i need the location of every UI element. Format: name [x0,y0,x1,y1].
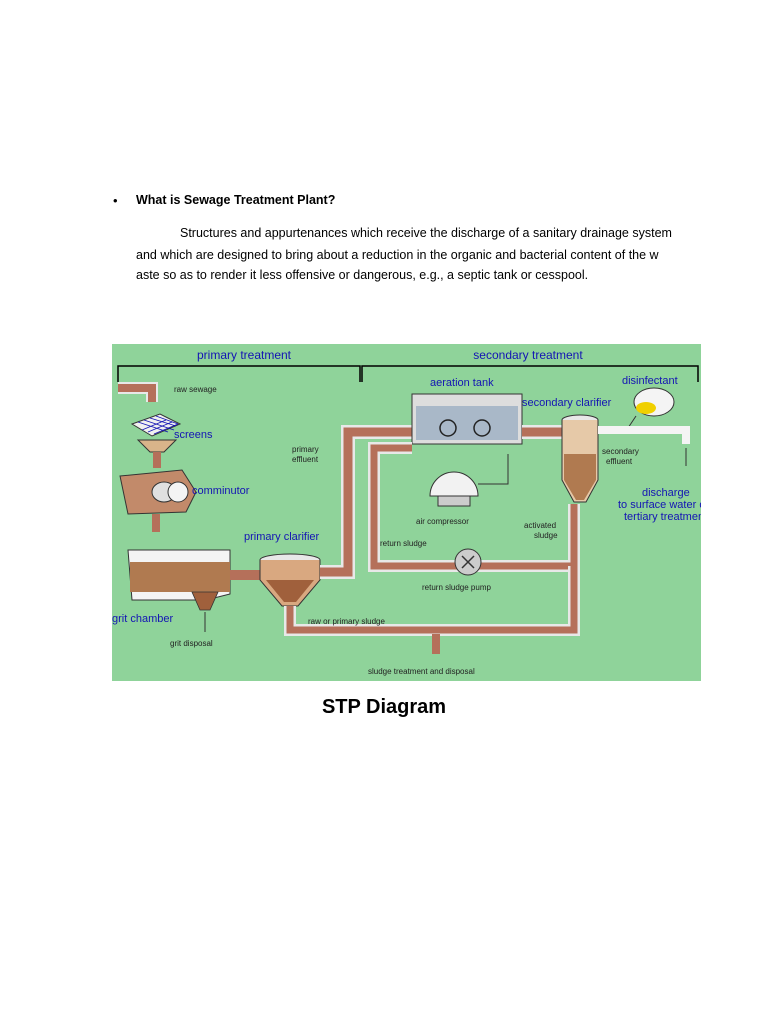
secondary-effluent-label-1: secondary [602,447,639,456]
sludge-treatment-label: sludge treatment and disposal [368,667,475,676]
grit-chamber-icon [127,549,260,611]
disinfectant-icon [627,387,675,429]
diagram-caption: STP Diagram [321,696,447,718]
secondary-clarifier-label: secondary clarifier [522,397,612,409]
comminutor-label: comminutor [192,485,250,497]
raw-primary-sludge-label: raw or primary sludge [308,617,385,626]
return-sludge-label: return sludge [380,539,427,548]
screen-to-comminutor-pipe [153,452,161,468]
raw-sewage-label: raw sewage [174,385,217,394]
activated-sludge-label-2: sludge [534,531,558,540]
primary-clarifier-label: primary clarifier [244,531,320,543]
secondary-clarifier-icon [561,414,599,503]
return-sludge-pipe [370,444,578,570]
secondary-effluent-label-2: effluent [606,457,633,466]
raw-sewage-pipe [118,384,156,402]
grit-chamber-label: grit chamber [112,613,173,625]
discharge-label-1: discharge [642,487,690,499]
secondary-effluent-pipe [598,426,690,444]
discharge-label-3: tertiary treatment [624,511,701,523]
primary-effluent-pipe [320,427,412,577]
primary-effluent-label-2: effluent [292,455,319,464]
stp-diagram: primary treatment secondary treatment ra… [112,344,701,681]
activated-sludge-label-1: activated [524,521,556,530]
air-compressor-icon [429,454,509,507]
discharge-label-2: to surface water or [618,499,701,511]
return-sludge-pump-label: return sludge pump [422,583,491,592]
air-compressor-label: air compressor [416,517,469,526]
return-sludge-pump-icon [454,548,482,576]
disinfectant-label: disinfectant [622,375,678,387]
screens-icon [130,413,182,453]
primary-bracket [117,365,361,382]
grit-disposal-label: grit disposal [170,639,213,648]
bullet-marker: • [113,193,118,208]
paragraph-line-3: aste so as to render it less offensive o… [136,268,589,282]
secondary-treatment-label: secondary treatment [473,348,583,362]
aeration-tank-icon [411,393,523,445]
comminutor-icon [119,469,197,532]
primary-treatment-label: primary treatment [197,348,292,362]
screens-label: screens [174,429,213,441]
aeration-tank-label: aeration tank [430,377,494,389]
paragraph-line-2: and which are designed to bring about a … [136,248,659,262]
bullet-heading: What is Sewage Treatment Plant? [136,193,336,207]
secondary-bracket [361,365,699,382]
sludge-treatment-pipe [432,634,440,654]
primary-effluent-label-1: primary [292,445,319,454]
raw-sludge-pipe [286,566,578,634]
paragraph-line-1: Structures and appurtenances which recei… [180,226,672,240]
